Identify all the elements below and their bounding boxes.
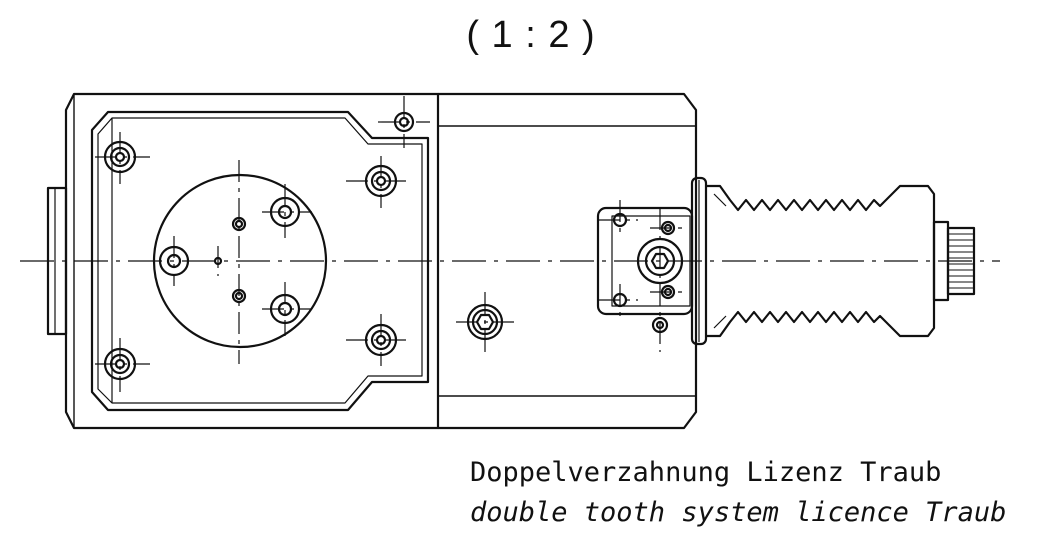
spline-teeth: [948, 233, 974, 289]
note-english: double tooth system licence Traub: [470, 497, 1007, 528]
inner-pocket: [90, 110, 430, 412]
scale-label: ( 1 : 2 ): [466, 14, 596, 56]
note-german: Doppelverzahnung Lizenz Traub: [470, 457, 942, 488]
